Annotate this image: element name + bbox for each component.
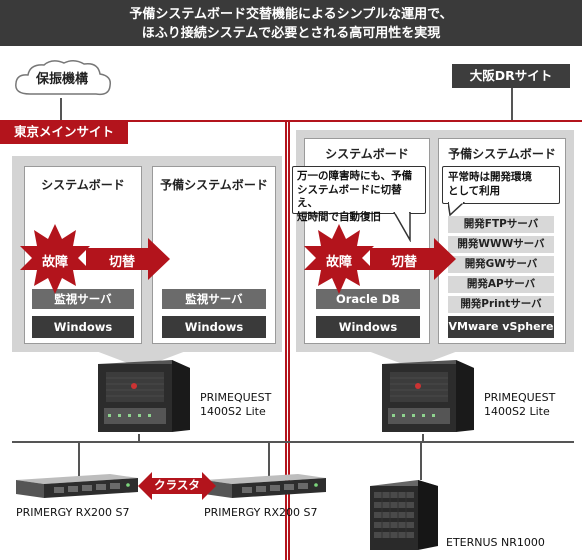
osaka-region-border [285,120,582,560]
header-line-2: ほふり接続システムで必要とされる高可用性を実現 [141,26,441,41]
osaka-server-name-2: 1400S2 Lite [484,405,550,418]
cloud-icon [15,60,112,96]
osaka-spare-note-line-1: 平常時は開発環境 [448,171,532,183]
osaka-server-name-1: PRIMEQUEST [484,391,556,404]
osaka-board-os: Windows [316,316,420,338]
tokyo-spare-board-card: 予備システムボード [152,166,276,344]
tokyo-spare-monitor: 監視サーバ [162,289,266,309]
tokyo-server-name-2: 1400S2 Lite [200,405,266,418]
primergy-right-label: PRIMERGY RX200 S7 [204,506,318,519]
header-line-1: 予備システムボード交替機能によるシンプルな運用で、 [129,7,453,22]
cluster-double-arrow [138,472,216,500]
osaka-failure-burst-icon [304,224,374,294]
storage-drop [420,442,422,480]
tokyo-primequest-server-icon [98,360,190,432]
tokyo-switch-arrow [86,238,170,280]
tokyo-board-title: システムボード [41,178,125,192]
primergy-left-server-icon [16,474,138,498]
osaka-connector [511,88,513,120]
osaka-switch-label: 切替 [390,255,417,270]
primergy-right-server-icon [204,474,326,498]
eternus-storage-icon [370,480,438,550]
osaka-server-drop [422,434,424,442]
tokyo-switch-label: 切替 [108,255,135,270]
osaka-switch-arrow [370,238,456,280]
tokyo-server-name-1: PRIMEQUEST [200,391,272,404]
osaka-spare-vmware: VMware vSphere [448,316,554,338]
cluster-label: クラスタ [154,478,200,492]
cloud-label: 保振機構 [35,72,88,87]
tokyo-failure-burst-icon [20,224,90,294]
tokyo-panel-pointer [96,351,186,368]
dev-server-item: 開発Printサーバ [448,296,554,313]
dev-server-item: 開発WWWサーバ [448,236,554,253]
osaka-failure-label: 故障 [325,255,352,270]
osaka-board-db: Oracle DB [316,289,420,309]
network-backbone [12,441,574,443]
callout-line-2: システムボードに切替え、 [297,183,402,210]
callout-line-1: 万一の障害時にも、予備 [297,170,413,182]
tokyo-region-border [0,120,290,560]
tokyo-server-drop [138,434,140,442]
tokyo-board-os: Windows [32,316,134,338]
dev-server-item: 開発APサーバ [448,276,554,293]
callout-pointer [393,212,411,242]
eternus-label: ETERNUS NR1000 [446,536,545,549]
osaka-board-title: システムボード [325,147,409,161]
primergy-left-label: PRIMERGY RX200 S7 [16,506,130,519]
dev-server-item: 開発FTPサーバ [448,216,554,233]
osaka-panel-pointer [368,351,458,368]
rx-left-drop [78,442,80,476]
tokyo-spare-board-title: 予備システムボード [160,178,268,192]
callout-line-3: 短時間で自動復旧 [297,210,381,223]
diagram-header: 予備システムボード交替機能によるシンプルな運用で、 ほふり接続システムで必要とさ… [0,0,582,46]
osaka-spare-note-line-2: として利用 [448,185,501,197]
osaka-spare-note-pointer [448,202,466,216]
tokyo-board-monitor: 監視サーバ [32,289,134,309]
osaka-primequest-server-icon [382,360,474,432]
dev-server-item: 開発GWサーバ [448,256,554,273]
osaka-spare-note: 平常時は開発環境 として利用 [442,166,560,204]
osaka-spare-board-title: 予備システムボード [448,147,556,161]
cloud-connector [60,98,62,122]
rx-right-drop [268,442,270,476]
osaka-recovery-callout: 万一の障害時にも、予備 システムボードに切替え、 短時間で自動復旧 [292,166,426,223]
tokyo-spare-os: Windows [162,316,266,338]
tokyo-failure-label: 故障 [41,255,68,270]
tokyo-site-tag: 東京メインサイト [0,120,128,144]
osaka-site-tag: 大阪DRサイト [452,64,570,88]
